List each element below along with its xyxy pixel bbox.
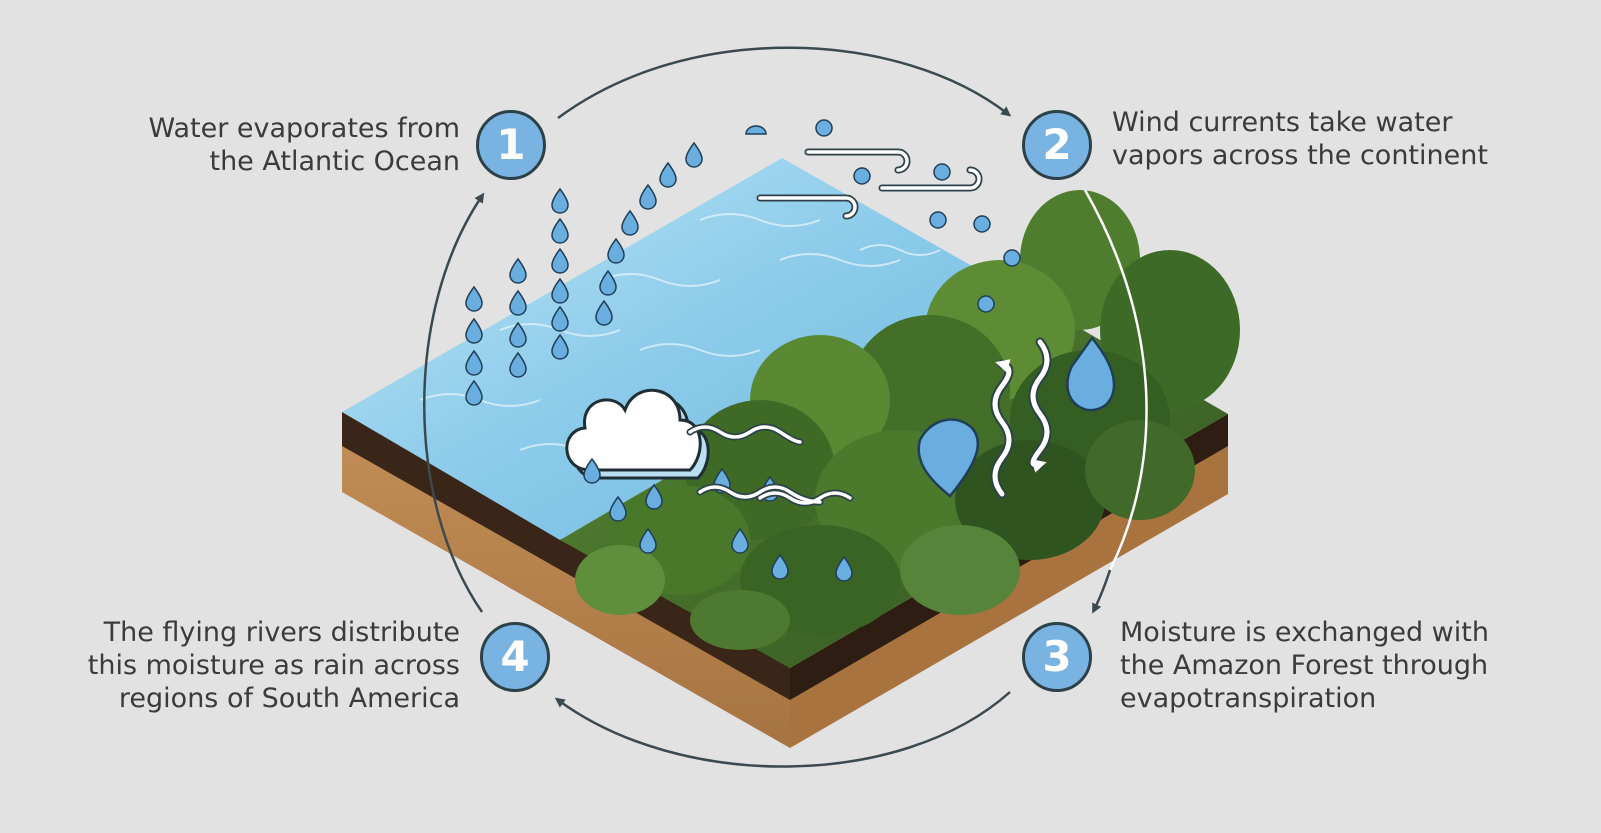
rain-wind-lines xyxy=(686,423,854,507)
step-3-badge: 3 xyxy=(1022,622,1092,692)
step-1-caption: Water evaporates from the Atlantic Ocean xyxy=(148,113,460,177)
step-2-badge: 2 xyxy=(1022,110,1092,180)
step-4-caption: The flying rivers distribute this moistu… xyxy=(87,617,460,714)
cycle-arrows xyxy=(423,46,1012,768)
landscape-block xyxy=(342,158,1240,748)
step-1-badge: 1 xyxy=(476,110,546,180)
ocean-surface xyxy=(342,158,1000,540)
droplet-icon xyxy=(917,335,1116,498)
cloud-icon xyxy=(565,388,710,480)
topsoil-left xyxy=(342,412,790,700)
step-4-badge: 4 xyxy=(480,622,550,692)
vapor-droplets xyxy=(745,119,1021,313)
cycle-arrow-icon xyxy=(554,691,1011,768)
cycle-arrow-icon xyxy=(423,192,485,613)
cycle-arrow-icon xyxy=(557,46,1012,120)
cycle-arrow-icon xyxy=(1092,569,1112,614)
cycle-arrow-icon xyxy=(1083,189,1148,571)
wavy-arrow-icon xyxy=(990,337,1052,499)
step-2-caption: Wind currents take water vapors across t… xyxy=(1112,107,1488,171)
step-3-caption: Moisture is exchanged with the Amazon Fo… xyxy=(1120,617,1489,714)
